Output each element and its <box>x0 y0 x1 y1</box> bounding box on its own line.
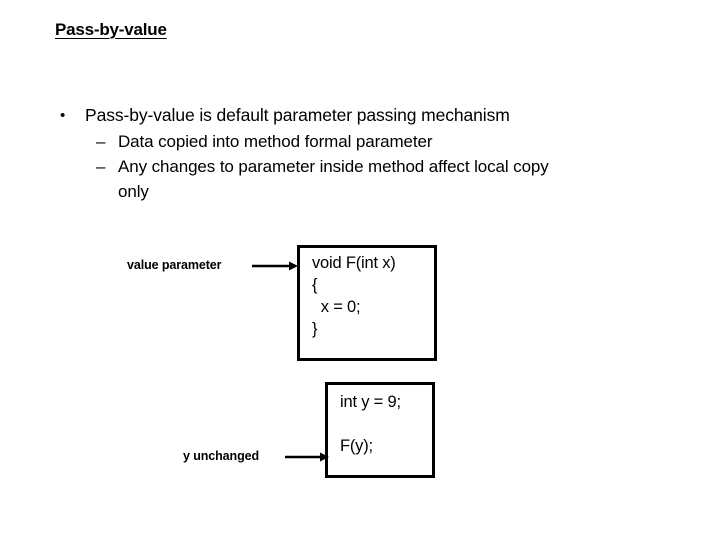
code-line: void F(int x) <box>312 254 396 272</box>
arrow-right-icon <box>252 261 298 271</box>
list-item-label: Any changes to parameter inside method a… <box>118 157 549 176</box>
annotation-label-y-unchanged: y unchanged <box>183 449 259 463</box>
bullet-list: • Pass-by-value is default parameter pas… <box>58 104 678 203</box>
list-item: – Data copied into method formal paramet… <box>58 130 678 153</box>
list-item-label: Data copied into method formal parameter <box>118 132 433 151</box>
code-line: } <box>312 320 318 338</box>
code-line: F(y); <box>340 437 373 455</box>
bullet-marker-icon: • <box>60 107 66 124</box>
list-item-label: Pass-by-value is default parameter passi… <box>85 105 510 125</box>
method-code-box: void F(int x) { x = 0; } <box>297 245 437 361</box>
list-item: • Pass-by-value is default parameter pas… <box>58 104 678 127</box>
dash-marker-icon: – <box>96 132 106 151</box>
list-item-label-continuation: only <box>118 182 149 201</box>
caller-code-box: int y = 9; F(y); <box>325 382 435 478</box>
code-line: x = 0; <box>312 298 361 316</box>
code-line: int y = 9; <box>340 393 401 411</box>
page-title: Pass-by-value <box>55 20 167 39</box>
arrow-right-icon <box>285 452 329 462</box>
list-item: – Any changes to parameter inside method… <box>58 155 678 178</box>
code-line: { <box>312 276 318 294</box>
dash-marker-icon: – <box>96 157 106 176</box>
annotation-label-value-parameter: value parameter <box>127 258 222 272</box>
